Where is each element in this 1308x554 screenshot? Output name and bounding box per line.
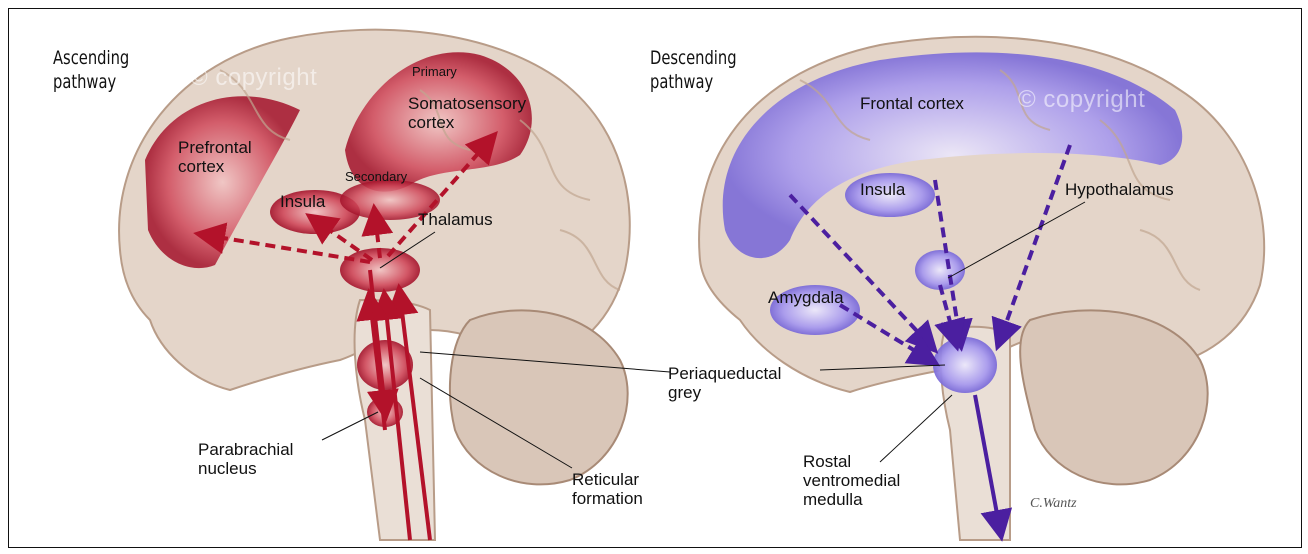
left-cerebellum xyxy=(450,310,628,484)
label-prefrontal-cortex: Prefrontal cortex xyxy=(178,138,252,176)
label-hypothalamus: Hypothalamus xyxy=(1065,180,1174,199)
descending-heading: Descending pathway xyxy=(650,46,737,94)
label-periaqueductal-grey: Periaqueductal grey xyxy=(668,364,781,402)
label-somatosensory-cortex: Somatosensory cortex xyxy=(408,94,526,132)
label-parabrachial-nucleus: Parabrachial nucleus xyxy=(198,440,293,478)
ascending-heading: Ascending pathway xyxy=(53,46,129,94)
label-insula-descending: Insula xyxy=(860,180,905,199)
label-thalamus: Thalamus xyxy=(418,210,493,229)
right-cerebellum xyxy=(1020,310,1208,484)
label-primary: Primary xyxy=(412,62,457,81)
artist-signature: C.Wantz xyxy=(1030,496,1077,512)
watermark-left: © copyright xyxy=(190,64,317,92)
label-reticular-formation: Reticular formation xyxy=(572,470,643,508)
watermark-right: © copyright xyxy=(1018,86,1145,114)
label-amygdala: Amygdala xyxy=(768,288,844,307)
right-hypothalamus-region xyxy=(915,250,965,290)
label-rostral-ventromedial-medulla: Rostal ventromedial medulla xyxy=(803,452,900,509)
label-frontal-cortex: Frontal cortex xyxy=(860,94,964,113)
label-insula-ascending: Insula xyxy=(280,192,325,211)
label-secondary: Secondary xyxy=(345,167,407,186)
